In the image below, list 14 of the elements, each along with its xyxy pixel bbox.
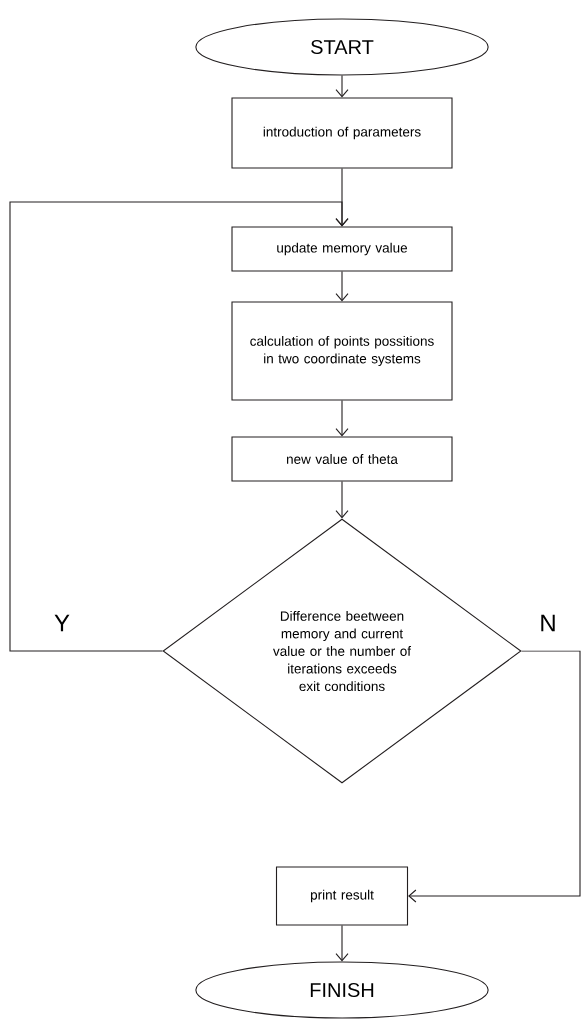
process-box: calculation of points possitions in two coordinate systems bbox=[231, 301, 453, 401]
arrow bbox=[335, 925, 349, 962]
arrow bbox=[335, 271, 349, 302]
arrow bbox=[408, 650, 581, 903]
process-box: introduction of parameters bbox=[231, 97, 453, 169]
arrow bbox=[335, 481, 349, 519]
process-box: new value of theta bbox=[231, 436, 453, 482]
process-box: update memory value bbox=[231, 226, 453, 272]
arrow bbox=[335, 400, 349, 437]
edge-label: Y bbox=[54, 614, 70, 632]
arrow bbox=[9, 201, 349, 652]
arrow bbox=[335, 75, 349, 98]
process-box: print result bbox=[275, 866, 409, 926]
edge-label: N bbox=[541, 614, 555, 632]
